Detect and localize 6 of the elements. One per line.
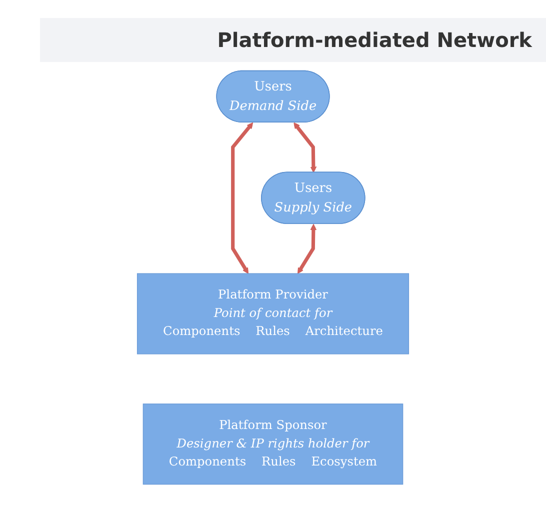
title: Platform-mediated Network [40, 18, 546, 62]
node-box: Platform Sponsor Designer & IP rights holder for Components Rules Ecosystem [142, 403, 404, 484]
arrow [297, 223, 317, 274]
arrow [231, 122, 254, 274]
node-box: Platform Provider Point of contact for Components Rules Architecture [136, 272, 410, 354]
arrow [294, 122, 317, 172]
